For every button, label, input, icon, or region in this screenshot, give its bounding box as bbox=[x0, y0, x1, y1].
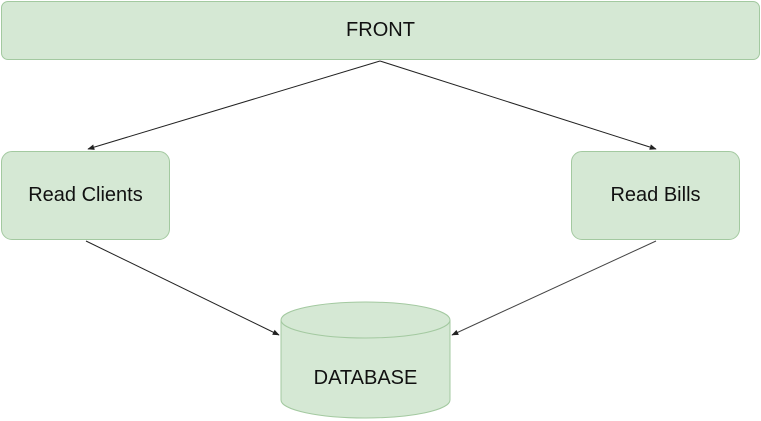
database-cylinder bbox=[280, 301, 451, 419]
edge-front-to-read-bills bbox=[379, 60, 657, 150]
database-node-label: DATABASE bbox=[313, 366, 418, 389]
read-bills-node-label: Read Bills bbox=[610, 184, 701, 206]
front-node[interactable]: FRONT bbox=[1, 1, 760, 60]
read-bills-node[interactable]: Read Bills bbox=[571, 151, 740, 240]
read-clients-node[interactable]: Read Clients bbox=[1, 151, 170, 240]
edge-read-bills-to-database bbox=[451, 240, 657, 336]
database-cylinder-top bbox=[280, 301, 451, 339]
database-node[interactable]: DATABASE bbox=[281, 356, 450, 400]
edge-read-clients-to-database bbox=[85, 240, 280, 336]
edge-front-to-read-clients bbox=[87, 60, 381, 150]
read-clients-node-label: Read Clients bbox=[28, 184, 143, 206]
database-cylinder-body bbox=[280, 320, 451, 419]
front-node-label: FRONT bbox=[346, 19, 415, 41]
